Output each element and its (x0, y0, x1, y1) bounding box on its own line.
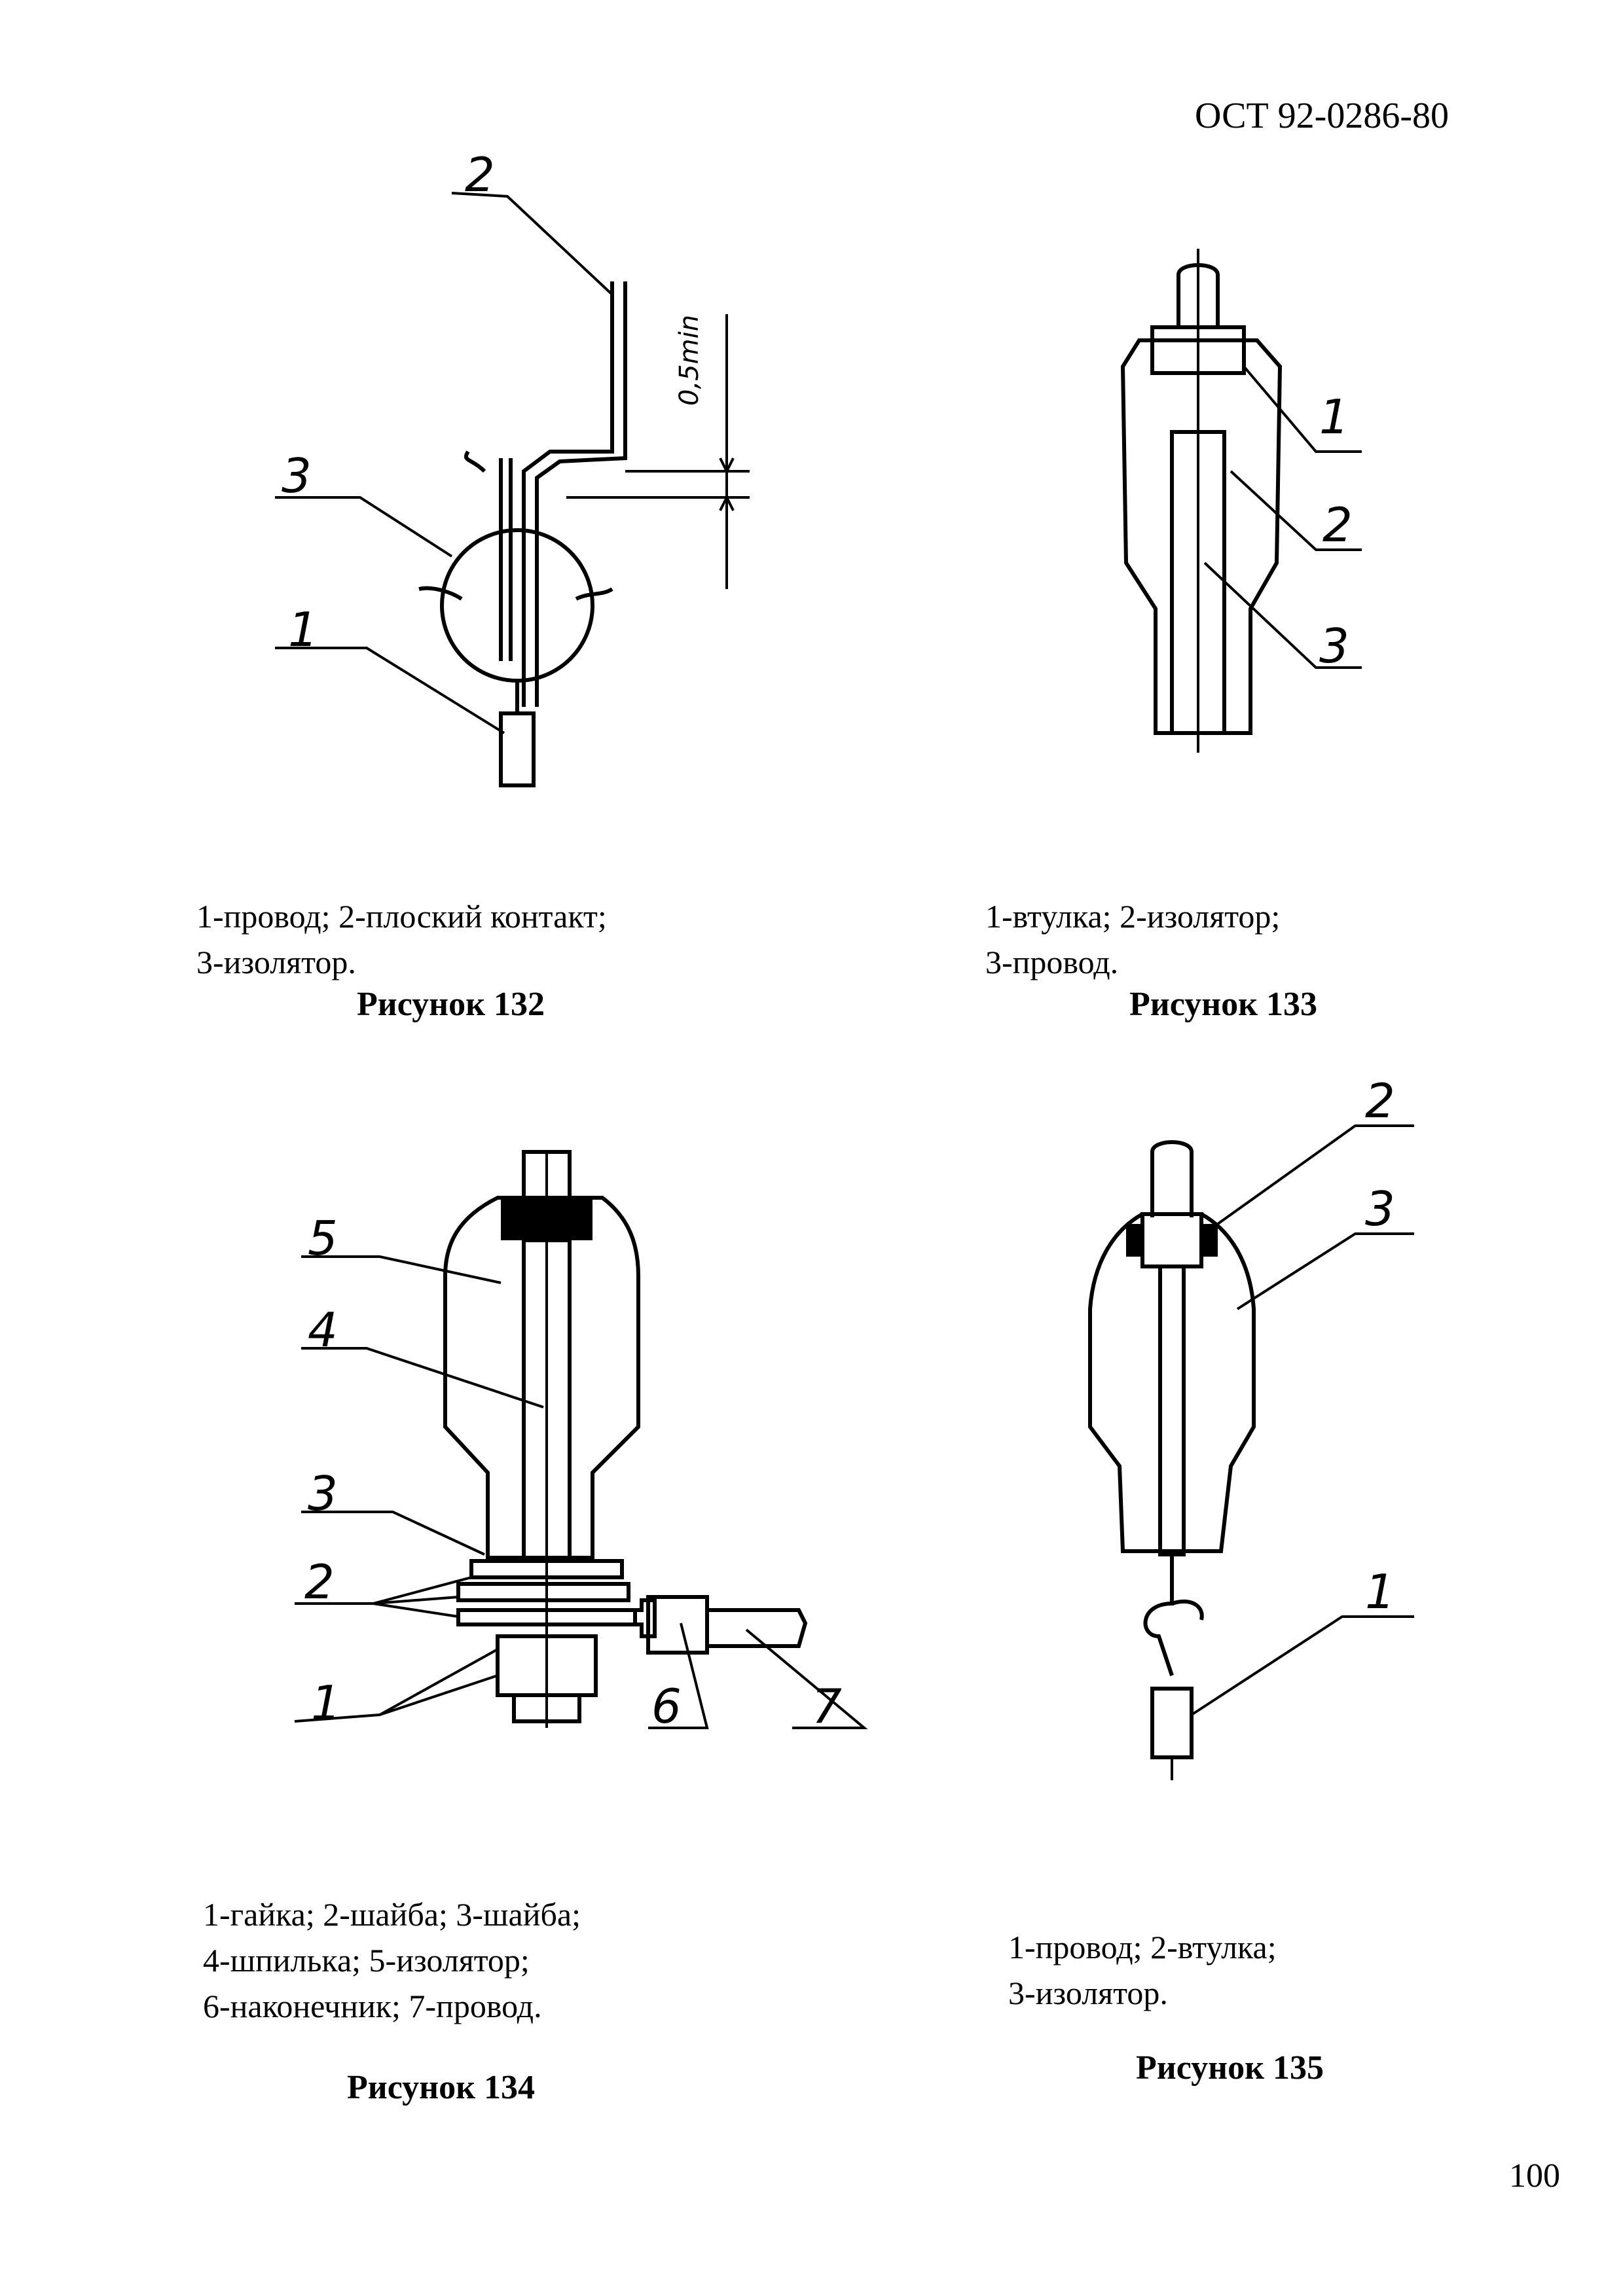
callout-1: 1 (1319, 389, 1349, 444)
figure-135-caption-line-2: 3-изолятор. (1008, 1975, 1168, 2011)
figure-134-title: Рисунок 134 (347, 2069, 536, 2106)
callout-3: 3 (282, 448, 312, 503)
figure-134-caption-line-3: 6-наконечник; 7-провод. (203, 1988, 542, 2024)
figure-134-caption-line-2: 4-шпилька; 5-изолятор; (203, 1942, 530, 1979)
callout-1: 1 (1365, 1564, 1395, 1619)
figure-132-caption-line-2: 3-изолятор. (196, 944, 356, 980)
figure-133-caption-line-1: 1-втулка; 2-изолятор; (985, 898, 1281, 935)
figure-133-caption-line-2: 3-провод. (985, 944, 1119, 980)
callout-3: 3 (1365, 1181, 1395, 1236)
page-number: 100 (1509, 2157, 1560, 2195)
callout-2: 2 (304, 1554, 335, 1609)
figure-133-title: Рисунок 133 (1129, 986, 1318, 1023)
callout-3: 3 (308, 1466, 338, 1521)
figure-135-caption-line-1: 1-провод; 2-втулка; (1008, 1929, 1277, 1965)
figure-134-caption-line-1: 1-гайка; 2-шайба; 3-шайба; (203, 1896, 581, 1933)
callout-2: 2 (1322, 497, 1353, 552)
callout-1: 1 (311, 1676, 341, 1731)
callout-2: 2 (1365, 1073, 1395, 1128)
callout-6: 6 (651, 1679, 682, 1734)
figure-132-title: Рисунок 132 (357, 986, 545, 1023)
callout-4: 4 (308, 1302, 338, 1357)
figure-132-caption-line-1: 1-провод; 2-плоский контакт; (196, 898, 607, 935)
document-code: ОСТ 92-0286-80 (1195, 96, 1449, 136)
callout-3: 3 (1319, 619, 1349, 673)
callout-2: 2 (465, 147, 495, 202)
callout-5: 5 (308, 1211, 338, 1266)
callout-1: 1 (288, 602, 318, 657)
figure-135-title: Рисунок 135 (1136, 2049, 1324, 2087)
callout-7: 7 (812, 1679, 842, 1734)
